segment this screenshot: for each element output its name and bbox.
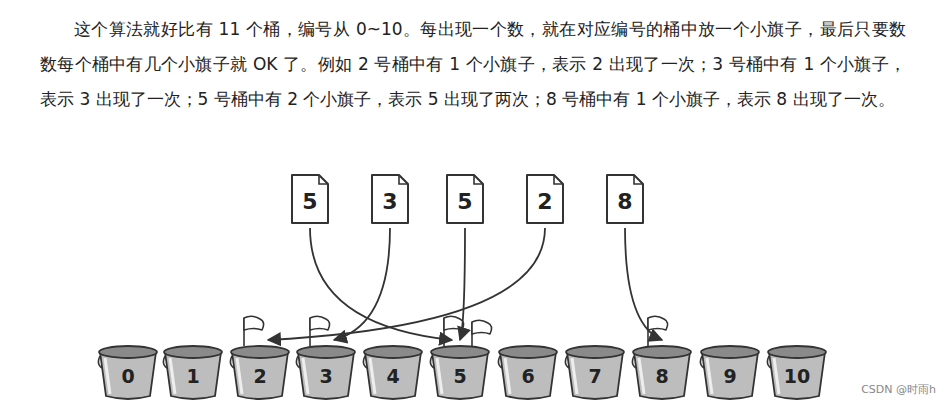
number-card: 5 xyxy=(444,172,486,226)
arrow-connector xyxy=(625,228,662,340)
bucket-rim xyxy=(364,346,422,358)
card-fold xyxy=(634,175,643,184)
bucket-handle xyxy=(565,356,569,368)
bucket: 3 xyxy=(294,342,358,400)
bucket-shine xyxy=(774,358,779,394)
bucket-handle xyxy=(430,356,434,368)
bucket-number: 1 xyxy=(161,342,225,400)
arrow-connector xyxy=(334,228,390,340)
bucket-shine xyxy=(505,358,510,394)
bucket-handle xyxy=(700,356,704,368)
bucket-rim xyxy=(701,346,759,358)
number-card: 3 xyxy=(369,172,411,226)
bucket-rim xyxy=(431,346,489,358)
number-card: 2 xyxy=(524,172,566,226)
arrow-connector xyxy=(310,228,452,340)
card-number: 3 xyxy=(369,172,411,226)
bucket: 9 xyxy=(698,342,762,400)
bucket: 7 xyxy=(563,342,627,400)
bucket-number: 5 xyxy=(428,342,492,400)
card-fold xyxy=(399,175,408,184)
bucket-rim xyxy=(566,346,624,358)
bucket-shine xyxy=(437,358,442,394)
bucket: 8 xyxy=(630,342,694,400)
bucket-handle xyxy=(363,356,367,368)
bucket-shine xyxy=(170,358,175,394)
bucket-rim xyxy=(633,346,691,358)
bucket-shine xyxy=(370,358,375,394)
card-number: 5 xyxy=(289,172,331,226)
bucket-rim xyxy=(297,346,355,358)
arrow-connector xyxy=(268,228,545,340)
bucket-shine xyxy=(572,358,577,394)
bucket: 4 xyxy=(361,342,425,400)
number-card: 8 xyxy=(604,172,646,226)
bucket-handle xyxy=(230,356,234,368)
bucket: 5 xyxy=(428,342,492,400)
bucket-rim xyxy=(164,346,222,358)
bucket-handle xyxy=(296,356,300,368)
bucket-handle xyxy=(163,356,167,368)
bucket-shine xyxy=(303,358,308,394)
card-number: 5 xyxy=(444,172,486,226)
bucket-handle xyxy=(498,356,502,368)
card-number: 2 xyxy=(524,172,566,226)
bucket-rim xyxy=(231,346,289,358)
watermark: CSDN @时雨h xyxy=(861,382,936,397)
paragraph-text: 这个算法就好比有 11 个桶，编号从 0~10。每出现一个数，就在对应编号的桶中… xyxy=(40,12,906,117)
bucket-number: 2 xyxy=(228,342,292,400)
arrow-connector xyxy=(460,228,465,340)
flags xyxy=(244,316,668,348)
bucket-number: 7 xyxy=(563,342,627,400)
bucket: 0 xyxy=(96,342,160,400)
bucket-number: 9 xyxy=(698,342,762,400)
card-fold xyxy=(554,175,563,184)
bucket-rim xyxy=(499,346,557,358)
bucket: 10 xyxy=(765,342,829,400)
card-number: 8 xyxy=(604,172,646,226)
bucket: 1 xyxy=(161,342,225,400)
bucket: 6 xyxy=(496,342,560,400)
bucket-rim xyxy=(99,346,157,358)
bucket-handle xyxy=(767,356,771,368)
bucket-number: 0 xyxy=(96,342,160,400)
bucket-shine xyxy=(105,358,110,394)
bucket-shine xyxy=(639,358,644,394)
bucket-handle xyxy=(632,356,636,368)
bucket-shine xyxy=(237,358,242,394)
bucket-number: 3 xyxy=(294,342,358,400)
bucket-shine xyxy=(707,358,712,394)
card-fold xyxy=(474,175,483,184)
bucket-number: 4 xyxy=(361,342,425,400)
bucket: 2 xyxy=(228,342,292,400)
bucket-number: 8 xyxy=(630,342,694,400)
bucket-rim xyxy=(768,346,826,358)
bucket-handle xyxy=(98,356,102,368)
card-fold xyxy=(319,175,328,184)
number-card: 5 xyxy=(289,172,331,226)
bucket-number: 10 xyxy=(765,342,829,400)
bucket-number: 6 xyxy=(496,342,560,400)
